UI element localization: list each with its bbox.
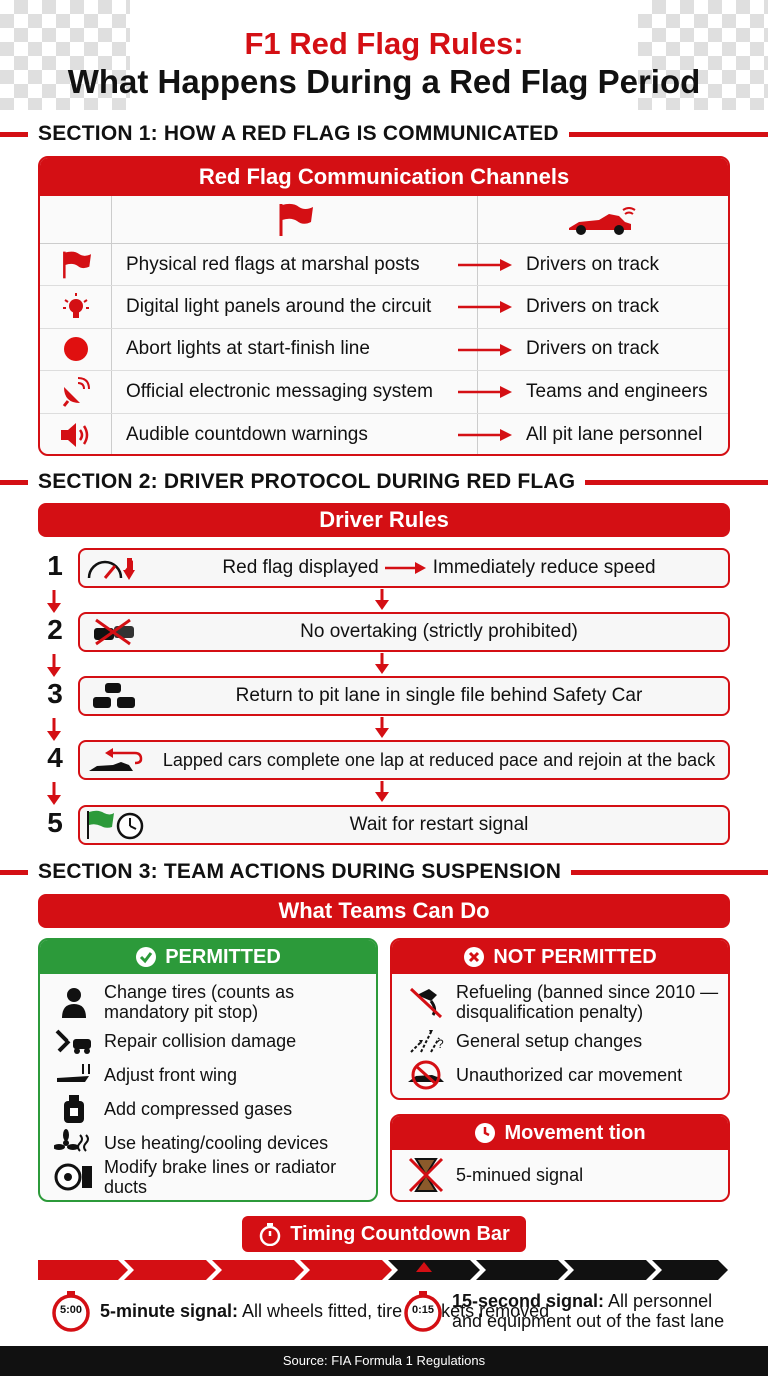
table-row: Official electronic messaging system Tea… [40,371,728,414]
no-overtaking-icon [94,618,134,646]
step-1: Red flag displayed Immediately reduce sp… [78,548,730,588]
countdown-bar [38,1260,728,1280]
page-title: F1 Red Flag Rules: What Happens During a… [0,26,768,102]
timing-countdown-badge: Timing Countdown Bar [242,1216,526,1252]
list-item: ? General setup changes [392,1024,728,1058]
communication-table: Red Flag Communication Channels Physi [38,156,730,456]
step-2: No overtaking (strictly prohibited) [78,612,730,652]
arrow-down-icon [47,654,61,677]
wrench-car-icon [55,1029,91,1054]
arrow-right-icon [458,259,512,271]
speaker-icon [60,422,88,447]
not-permitted-box: NOT PERMITTED Refueling (banned since 20… [390,938,730,1100]
step-number: 5 [47,807,63,838]
satellite-dish-icon [62,376,90,407]
step-3: Return to pit lane in single file behind… [78,676,730,716]
hourglass-cross-icon [408,1157,444,1193]
table-icon-row [40,196,728,244]
no-fuel-icon [409,987,443,1019]
arrow-right-icon [458,343,512,356]
red-flag-icon [279,203,313,236]
table-row: Abort lights at start-finish line Driver… [40,328,728,372]
gas-canister-icon [64,1095,84,1123]
list-item: Refueling (banned since 2010 — disqualif… [392,980,728,1024]
signal-5-minute: 5:00 5-minute signal: All wheels fitted,… [50,1290,549,1332]
table-row: Digital light panels around the circuit … [40,286,728,329]
section-2-heading: SECTION 2: DRIVER PROTOCOL DURING RED FL… [0,468,768,496]
section-1-heading: SECTION 1: HOW A RED FLAG IS COMMUNICATE… [0,120,768,148]
arrow-down-icon [375,653,389,674]
fan-heat-icon [54,1129,89,1152]
source-footer: Source: FIA Formula 1 Regulations [0,1346,768,1376]
race-car-signal-icon [569,206,636,235]
list-item: Unauthorized car movement [392,1058,728,1092]
driver-rules-banner: Driver Rules [38,503,730,537]
x-circle-icon [464,947,485,967]
speedometer-icon [87,558,135,580]
list-item: Repair collision damage [40,1024,376,1058]
table-row: Audible countdown warnings All pit lane … [40,413,728,454]
arrow-down-icon [47,718,61,741]
list-item: 5-minued signal [392,1150,728,1200]
arrow-down-icon [375,589,389,610]
arrow-down-icon [47,782,61,805]
front-wing-icon [57,1064,90,1082]
permitted-box: PERMITTED Change tires (counts as mandat… [38,938,378,1202]
step-5: Wait for restart signal [78,805,730,845]
cars-queue-icon [93,683,135,708]
step-number: 4 [47,742,63,773]
arrow-right-icon [458,386,512,399]
signal-15-second: 0:15 15-second signal: All personnel and… [402,1290,732,1332]
brake-disc-icon [54,1163,92,1191]
list-item: Add compressed gases [40,1092,376,1126]
list-item: Modify brake lines or radiator ducts [40,1157,376,1197]
arrow-down-icon [47,590,61,613]
table-row: Physical red flags at marshal posts Driv… [40,244,728,287]
arrow-down-icon [375,781,389,802]
arrow-right-icon [458,428,512,441]
step-number: 1 [47,550,63,581]
mechanic-icon [62,988,86,1018]
step-4: Lapped cars complete one lap at reduced … [78,740,730,780]
teams-banner: What Teams Can Do [38,894,730,928]
red-light-icon [63,337,88,362]
section-3-heading: SECTION 3: TEAM ACTIONS DURING SUSPENSIO… [0,858,768,886]
stopwatch-icon [52,1291,90,1332]
movement-box: Movement tion 5-minued signal [390,1114,730,1202]
check-circle-icon [136,947,157,967]
clock-icon [475,1123,496,1143]
checkered-pattern-right [638,0,768,110]
stopwatch-icon [404,1291,442,1332]
table-title: Red Flag Communication Channels [40,158,728,196]
svg-text:?: ? [437,1037,444,1051]
title-line-1: F1 Red Flag Rules: [244,26,524,61]
arrow-down-icon [375,717,389,738]
title-line-2: What Happens During a Red Flag Period [67,63,701,100]
step-number: 3 [47,678,63,709]
arrow-right-icon [384,562,426,574]
red-flag-icon [62,251,91,279]
list-item: Use heating/cooling devices [40,1126,376,1160]
arrow-right-icon [458,301,512,314]
list-item: Change tires (counts as mandatory pit st… [40,980,376,1024]
checkered-pattern-left [0,0,130,110]
lapped-car-icon [89,748,143,771]
green-flag-clock-icon [87,810,144,840]
list-item: Adjust front wing [40,1058,376,1092]
stopwatch-icon [259,1223,281,1246]
setup-arrows-icon: ? [410,1030,444,1053]
light-bulb-icon [62,293,89,319]
no-car-movement-icon [408,1060,444,1090]
step-number: 2 [47,614,63,645]
